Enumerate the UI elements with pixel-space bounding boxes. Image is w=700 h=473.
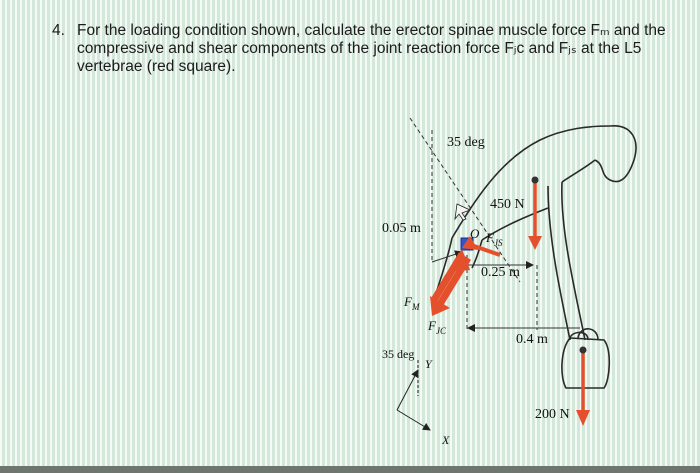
label-fm: FM	[403, 294, 420, 312]
upper-body-cg-point	[531, 176, 539, 184]
label-force-450n: 450 N	[490, 197, 525, 212]
label-fm-main: F	[403, 294, 413, 309]
head-outline	[594, 125, 637, 183]
joint-shear-arrow	[473, 244, 501, 257]
coordinate-axes	[396, 360, 431, 431]
neck-front	[561, 159, 596, 183]
joint-shear-arrowhead	[462, 236, 478, 250]
label-fjc-main: F	[427, 318, 437, 333]
x-axis-line	[396, 409, 431, 431]
reference-lines	[409, 117, 538, 330]
question-number: 4.	[52, 22, 65, 39]
bottom-edge-strip	[0, 466, 700, 473]
dim-arrow-0.05m	[431, 250, 463, 263]
label-force-200n: 200 N	[535, 407, 570, 422]
label-fjs: FJS	[485, 230, 503, 248]
force-arrows	[430, 176, 590, 426]
joint-compression-arrow	[437, 256, 471, 306]
question-line-2: compressive and shear components of the …	[77, 40, 642, 57]
label-angle-axes: 35 deg	[382, 347, 414, 361]
label-axis-x: X	[441, 433, 450, 447]
pointer-cursor-icon	[454, 203, 472, 221]
load-point	[579, 346, 587, 354]
label-fjc-sub: JC	[436, 326, 447, 336]
joint-compression-arrowhead	[430, 296, 450, 316]
label-angle-top: 35 deg	[447, 135, 485, 150]
load-weight-arrowhead	[576, 410, 590, 426]
arm-back	[561, 181, 586, 341]
question-line-1: For the loading condition shown, calcula…	[77, 22, 666, 39]
label-fjc: FJC	[427, 318, 447, 336]
label-dist-0.05m: 0.05 m	[382, 221, 421, 236]
bag-handle	[577, 328, 599, 341]
bag	[561, 337, 611, 389]
hip-front	[471, 239, 483, 269]
body-outline	[433, 125, 637, 341]
hand-load-bag	[561, 328, 611, 389]
back-curve	[451, 125, 611, 239]
dimension-arrows	[431, 250, 580, 332]
torso-front	[481, 207, 549, 241]
label-dist-0.4m: 0.4 m	[516, 332, 548, 347]
upper-body-weight-arrowhead	[528, 236, 542, 250]
label-fjs-sub: JS	[494, 238, 503, 248]
angle-reference-line	[409, 117, 521, 283]
y-axis-line	[396, 369, 419, 411]
label-fjs-main: F	[485, 230, 495, 245]
label-dist-0.25m: 0.25 m	[481, 265, 520, 280]
arm-front	[547, 185, 571, 341]
label-point-o: O	[470, 226, 480, 241]
label-fm-sub: M	[411, 302, 420, 312]
question-line-3: vertebrae (red square).	[77, 58, 236, 75]
label-axis-y: Y	[425, 357, 433, 371]
